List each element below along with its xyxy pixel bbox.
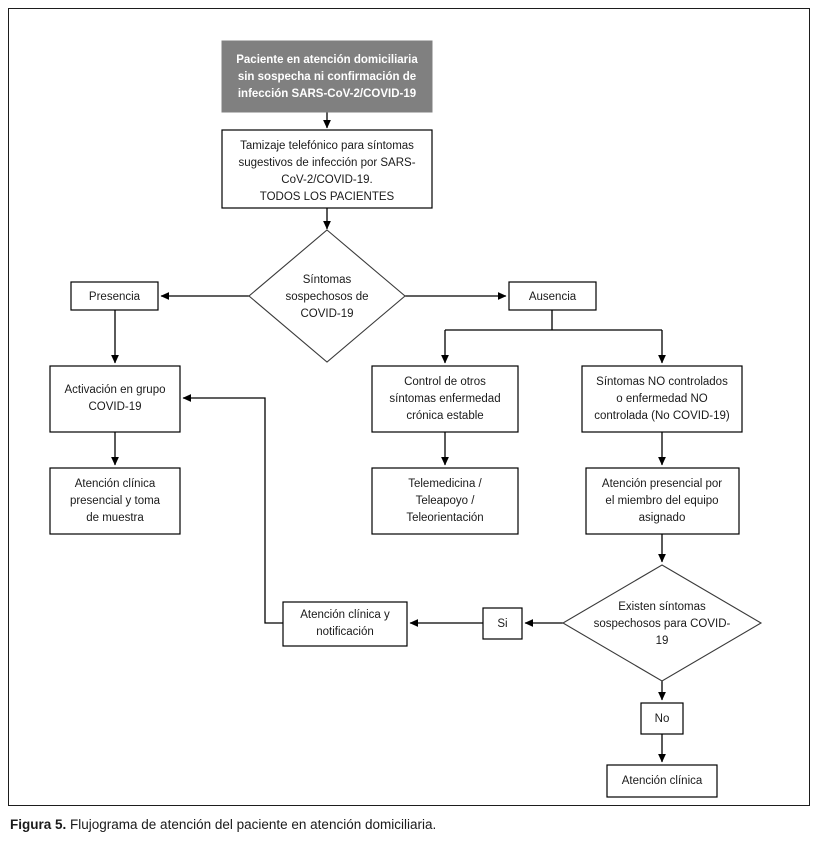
node-presencia[interactable]: Presencia (70, 281, 159, 311)
node-paciente-line-1: Paciente en atención domiciliaria (236, 54, 418, 66)
edge-layer (111, 112, 666, 763)
node-atencion-miembro-line-1: Atención presencial por (602, 478, 722, 490)
node-decision1-line-1: Síntomas (303, 274, 352, 286)
node-telemedicina-line-1: Telemedicina / (408, 478, 482, 490)
figure-caption: Figura 5. Flujograma de atención del pac… (10, 816, 810, 834)
node-activacion-grupo-covid-shape (49, 365, 181, 433)
node-notificacion-line-1: Atención clínica y (300, 609, 390, 621)
node-decision-sintomas-sospechosos[interactable]: Síntomas sospechosos de COVID-19 (248, 229, 406, 363)
node-atencion-clinica-notificacion[interactable]: Atención clínica y notificación (282, 601, 408, 647)
node-atencion-presencial-miembro-equipo[interactable]: Atención presencial por el miembro del e… (585, 467, 740, 535)
node-decision1-line-2: sospechosos de (285, 291, 368, 303)
node-control-otros-sintomas-shape (371, 365, 519, 433)
node-ausencia-shape (508, 281, 597, 311)
node-tamizaje-telefonico-shape (221, 129, 433, 209)
node-decision1-line-3: COVID-19 (300, 308, 353, 320)
node-activacion-line-1: Activación en grupo (64, 384, 165, 396)
node-no-branch[interactable]: No (640, 702, 684, 735)
node-tamizaje-line-3: CoV-2/COVID-19. (281, 174, 372, 186)
figure-caption-label: Figura 5. (10, 817, 67, 832)
node-tamizaje-line-1: Tamizaje telefónico para síntomas (240, 140, 414, 152)
node-atencion-clinica-presencial-shape (49, 467, 181, 535)
flowchart-canvas: Paciente en atención domiciliaria sin so… (49, 40, 763, 798)
node-decision-sintomas-sospechosos-shape (248, 229, 406, 363)
node-si-shape (482, 607, 523, 640)
node-paciente-line-3: infección SARS-CoV-2/COVID-19 (238, 88, 416, 100)
node-telemedicina-line-3: Teleorientación (406, 512, 483, 524)
node-ausencia[interactable]: Ausencia (508, 281, 597, 311)
node-decision2-line-2: sospechosos para COVID- (594, 618, 731, 630)
node-decision-existen-sintomas[interactable]: Existen síntomas sospechosos para COVID-… (561, 564, 763, 682)
node-atencion-miembro-line-3: asignado (639, 512, 686, 524)
node-sintomas-no-line-1: Síntomas NO controlados (596, 376, 728, 388)
node-atencion-clinica-notificacion-shape (282, 601, 408, 647)
node-presencia-label: Presencia (89, 291, 141, 303)
node-paciente-line-2: sin sospecha ni confirmación de (238, 71, 416, 83)
node-no-shape (640, 702, 684, 735)
node-presencia-shape (70, 281, 159, 311)
node-atencion-presencial-line-2: presencial y toma (70, 495, 161, 507)
node-telemedicina-line-2: Teleapoyo / (416, 495, 476, 507)
node-activacion-line-2: COVID-19 (88, 401, 141, 413)
node-tamizaje-line-2: sugestivos de infección por SARS- (238, 157, 415, 169)
node-telemedicina-shape (371, 467, 519, 535)
node-atencion-clinica-final-shape (606, 764, 718, 798)
node-activacion-grupo-covid[interactable]: Activación en grupo COVID-19 (49, 365, 181, 433)
edge-notificacion-feedback-to-activacion (182, 394, 283, 624)
node-decision-existen-sintomas-shape (561, 564, 763, 682)
node-control-line-2: síntomas enfermedad (389, 393, 500, 405)
node-atencion-miembro-line-2: el miembro del equipo (605, 495, 718, 507)
node-control-otros-sintomas[interactable]: Control de otros síntomas enfermedad cró… (371, 365, 519, 433)
node-si-label: Si (497, 618, 507, 630)
node-notificacion-line-2: notificación (316, 626, 374, 638)
node-control-line-3: crónica estable (406, 410, 483, 422)
node-atencion-clinica-final-label: Atención clínica (622, 775, 703, 787)
node-ausencia-label: Ausencia (529, 291, 577, 303)
node-atencion-presencial-miembro-shape (585, 467, 740, 535)
node-tamizaje-line-4: TODOS LOS PACIENTES (260, 191, 395, 203)
node-control-line-1: Control de otros (404, 376, 486, 388)
node-atencion-presencial-line-3: de muestra (86, 512, 144, 524)
node-sintomas-no-controlados-shape (581, 365, 743, 433)
node-atencion-clinica-presencial-toma-muestra[interactable]: Atención clínica presencial y toma de mu… (49, 467, 181, 535)
node-atencion-clinica-final[interactable]: Atención clínica (606, 764, 718, 798)
node-paciente-atencion-domiciliaria-shape (221, 40, 433, 113)
node-atencion-presencial-line-1: Atención clínica (75, 478, 156, 490)
node-decision2-line-3: 19 (656, 635, 669, 647)
node-paciente-atencion-domiciliaria[interactable]: Paciente en atención domiciliaria sin so… (221, 40, 433, 113)
figure-caption-text: Flujograma de atención del paciente en a… (66, 817, 437, 832)
node-tamizaje-telefonico[interactable]: Tamizaje telefónico para síntomas sugest… (221, 129, 433, 209)
node-sintomas-no-line-2: o enfermedad NO (616, 393, 707, 405)
node-si-branch[interactable]: Si (482, 607, 523, 640)
node-no-label: No (655, 713, 670, 725)
node-telemedicina-teleapoyo-teleorientacion[interactable]: Telemedicina / Teleapoyo / Teleorientaci… (371, 467, 519, 535)
node-decision2-line-1: Existen síntomas (618, 601, 706, 613)
node-sintomas-no-controlados[interactable]: Síntomas NO controlados o enfermedad NO … (581, 365, 743, 433)
node-sintomas-no-line-3: controlada (No COVID-19) (594, 410, 730, 422)
